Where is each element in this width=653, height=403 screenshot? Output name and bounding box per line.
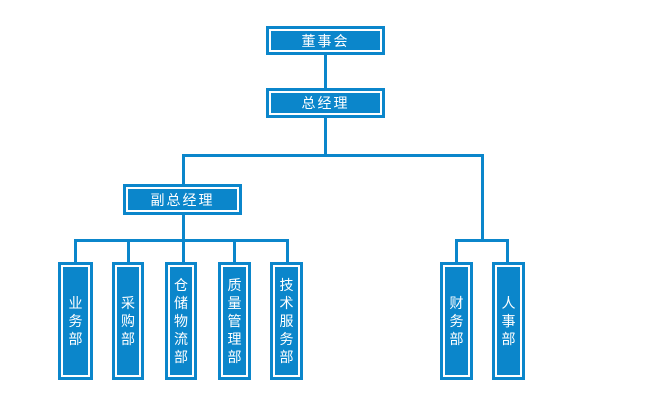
node-deputy-general-manager-inner: 副总经理: [126, 187, 239, 212]
node-dept-hr-inner: 人事部: [495, 265, 522, 377]
node-board-inner: 董事会: [269, 29, 382, 52]
connector-right-children-horizontal: [455, 239, 509, 242]
node-dept-warehouse-logistics-inner: 仓储物流部: [168, 265, 194, 377]
connector-right-down: [481, 154, 484, 242]
node-board-label: 董事会: [301, 32, 350, 49]
node-dept-finance-inner: 财务部: [443, 265, 470, 377]
node-dept-finance-label: 财务部: [449, 294, 464, 348]
connector-drop-technical-service: [286, 239, 289, 263]
connector-main-horizontal: [182, 154, 484, 157]
node-dept-purchasing: 采购部: [112, 262, 144, 380]
node-dept-warehouse-logistics-label: 仓储物流部: [174, 276, 188, 366]
connector-drop-hr: [506, 239, 509, 263]
connector-left-children-horizontal: [74, 239, 289, 242]
node-dept-quality-management-inner: 质量管理部: [221, 265, 248, 377]
connector-drop-purchasing: [127, 239, 130, 263]
node-dept-purchasing-inner: 采购部: [115, 265, 141, 377]
node-dept-business: 业务部: [58, 262, 93, 380]
node-deputy-general-manager: 副总经理: [123, 184, 242, 215]
node-board: 董事会: [266, 26, 385, 55]
connector-drop-finance: [455, 239, 458, 263]
node-dept-technical-service-inner: 技术服务部: [273, 265, 300, 377]
node-dept-warehouse-logistics: 仓储物流部: [165, 262, 197, 380]
connector-gm-down: [324, 117, 327, 157]
connector-drop-business: [74, 239, 77, 263]
node-dept-finance: 财务部: [440, 262, 473, 380]
connector-left-to-deputy: [182, 154, 185, 185]
node-dept-quality-management-label: 质量管理部: [227, 276, 242, 366]
node-dept-technical-service: 技术服务部: [270, 262, 303, 380]
node-deputy-general-manager-label: 副总经理: [150, 191, 215, 208]
node-dept-purchasing-label: 采购部: [121, 294, 135, 348]
connector-drop-quality-management: [233, 239, 236, 263]
node-general-manager-label: 总经理: [301, 95, 350, 111]
node-dept-quality-management: 质量管理部: [218, 262, 251, 380]
node-dept-hr-label: 人事部: [501, 294, 516, 348]
node-general-manager-inner: 总经理: [269, 91, 382, 115]
connector-deputy-down: [182, 214, 185, 242]
node-general-manager: 总经理: [266, 88, 385, 118]
node-dept-technical-service-label: 技术服务部: [279, 276, 294, 366]
node-dept-business-label: 业务部: [68, 294, 83, 348]
node-dept-business-inner: 业务部: [61, 265, 90, 377]
connector-board-to-gm: [324, 55, 327, 89]
node-dept-hr: 人事部: [492, 262, 525, 380]
connector-drop-warehouse-logistics: [182, 239, 185, 263]
